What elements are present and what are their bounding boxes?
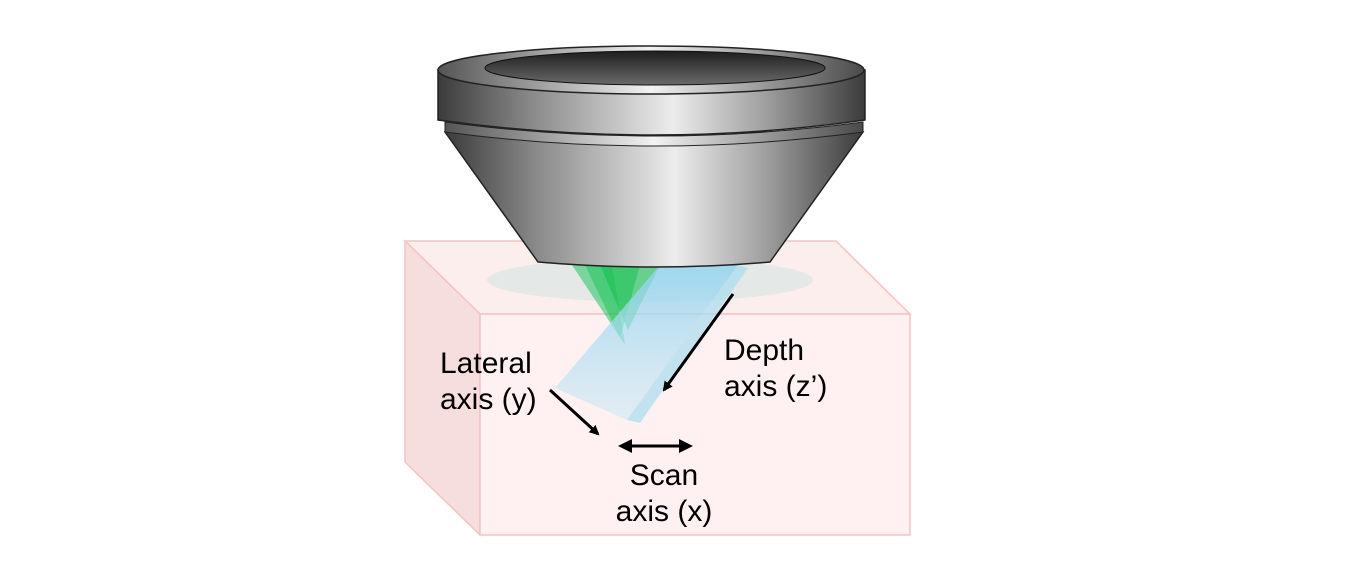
objective-lens bbox=[437, 45, 866, 268]
depth-axis-label-line2: axis (z’) bbox=[724, 370, 828, 403]
blue-light-sheet-edge bbox=[627, 265, 748, 423]
scan-axis-label: Scan axis (x) bbox=[604, 458, 724, 530]
blue-light-sheet bbox=[555, 265, 738, 420]
objective-bore bbox=[484, 50, 826, 86]
objective-collar-band bbox=[444, 121, 864, 147]
depth-axis-arrow bbox=[662, 293, 735, 392]
depth-axis-label-line1: Depth bbox=[724, 334, 805, 367]
green-light-sheet-3 bbox=[600, 265, 660, 330]
scan-axis-label-line2: axis (x) bbox=[615, 495, 713, 528]
scan-axis-label-line1: Scan bbox=[629, 459, 699, 492]
scan-axis-arrow bbox=[618, 439, 693, 453]
lateral-axis-label-line2: axis (y) bbox=[440, 383, 537, 416]
depth-axis-label: Depth axis (z’) bbox=[724, 333, 827, 405]
lateral-axis-label-line1: Lateral bbox=[440, 347, 532, 380]
objective-cone bbox=[443, 131, 865, 268]
lateral-axis-label: Lateral axis (y) bbox=[440, 346, 537, 418]
light-sheets bbox=[555, 265, 748, 423]
lateral-axis-arrow bbox=[548, 388, 600, 436]
